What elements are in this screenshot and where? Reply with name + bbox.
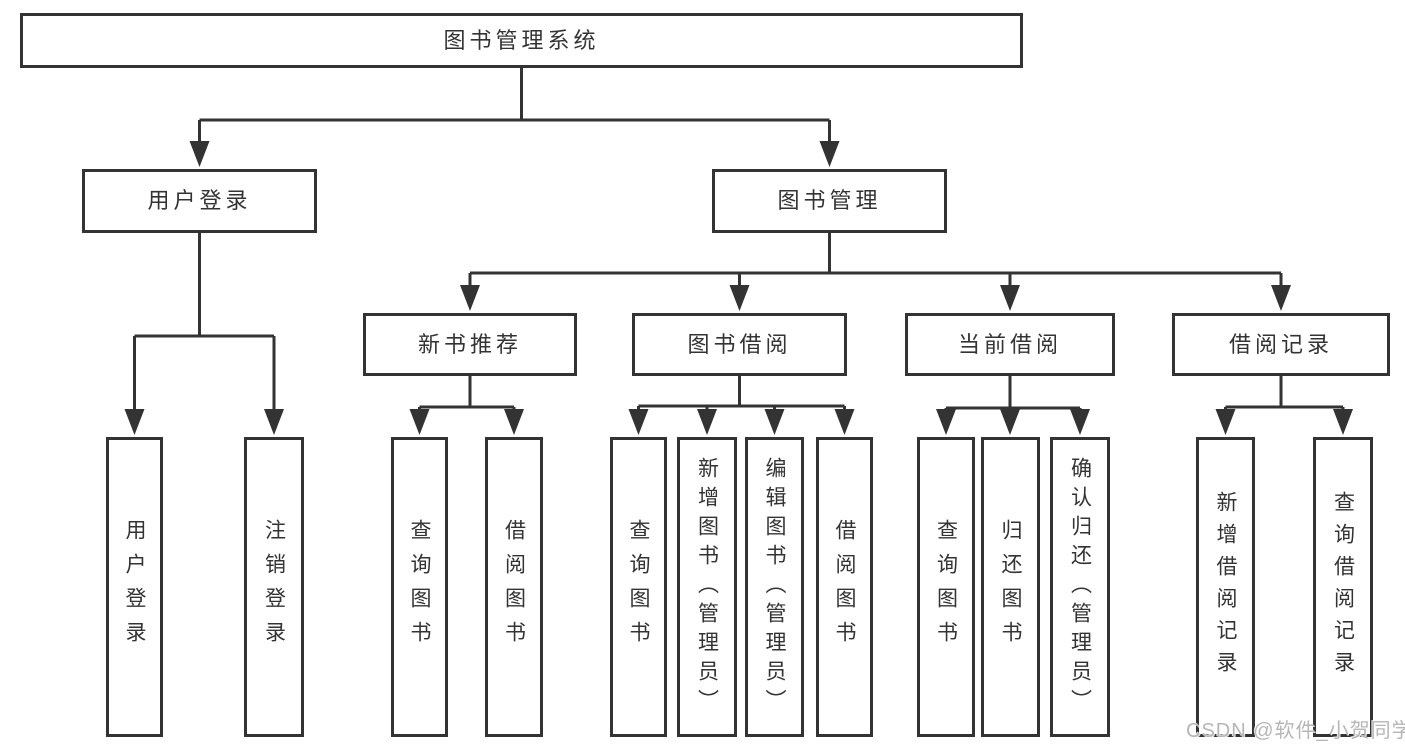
leaf-query-books-current: 查询图书 (917, 437, 975, 737)
leaf-query-books-borrowing: 查询图书 (610, 437, 667, 737)
leaf-query-books-current-label: 查询图书 (934, 519, 958, 655)
leaf-edit-books-admin-label: 编辑图书（管理员） (763, 456, 786, 718)
leaf-add-books-admin: 新增图书（管理员） (677, 437, 737, 737)
leaf-logout: 注销登录 (244, 437, 304, 737)
node-book-management: 图书管理 (712, 169, 947, 233)
node-root-label: 图书管理系统 (443, 27, 600, 53)
leaf-borrow-books-label: 借阅图书 (833, 519, 856, 655)
node-root: 图书管理系统 (20, 13, 1023, 68)
leaf-add-borrow-record-label: 新增借阅记录 (1214, 491, 1237, 683)
leaf-user-login: 用户登录 (106, 437, 163, 737)
leaf-query-books-recommend: 查询图书 (391, 437, 448, 737)
leaf-logout-label: 注销登录 (262, 519, 286, 655)
leaf-edit-books-admin: 编辑图书（管理员） (745, 437, 804, 737)
leaf-borrow-books-recommend: 借阅图书 (485, 437, 543, 737)
leaf-query-borrow-record: 查询借阅记录 (1313, 437, 1373, 737)
node-book-borrowing-label: 图书借阅 (687, 331, 792, 357)
node-user-login: 用户登录 (82, 169, 317, 233)
node-borrowing-records: 借阅记录 (1172, 313, 1390, 376)
arrowheads (124, 141, 1353, 435)
node-book-management-label: 图书管理 (777, 188, 882, 213)
node-current-borrowing-label: 当前借阅 (957, 331, 1062, 357)
leaf-query-borrow-record-label: 查询借阅记录 (1331, 491, 1355, 683)
leaf-confirm-return-admin: 确认归还（管理员） (1050, 437, 1110, 737)
leaf-add-borrow-record: 新增借阅记录 (1196, 437, 1255, 737)
node-new-book-recommend: 新书推荐 (363, 313, 577, 376)
leaf-query-books-recommend-label: 查询图书 (408, 519, 431, 655)
leaf-borrow-books-recommend-label: 借阅图书 (502, 519, 526, 655)
node-book-borrowing: 图书借阅 (632, 313, 847, 376)
node-current-borrowing: 当前借阅 (905, 313, 1115, 376)
leaf-return-books-label: 归还图书 (999, 519, 1022, 655)
leaf-add-books-admin-label: 新增图书（管理员） (695, 456, 719, 718)
leaf-user-login-label: 用户登录 (123, 519, 146, 655)
leaf-confirm-return-admin-label: 确认归还（管理员） (1068, 456, 1092, 718)
node-new-book-recommend-label: 新书推荐 (417, 331, 522, 357)
node-borrowing-records-label: 借阅记录 (1228, 331, 1333, 357)
node-user-login-label: 用户登录 (147, 188, 252, 213)
watermark-text: CSDN @软件_小贺同学 (1186, 720, 1405, 742)
leaf-return-books: 归还图书 (981, 437, 1040, 737)
leaf-borrow-books: 借阅图书 (816, 437, 873, 737)
leaf-query-books-borrowing-label: 查询图书 (627, 519, 650, 655)
